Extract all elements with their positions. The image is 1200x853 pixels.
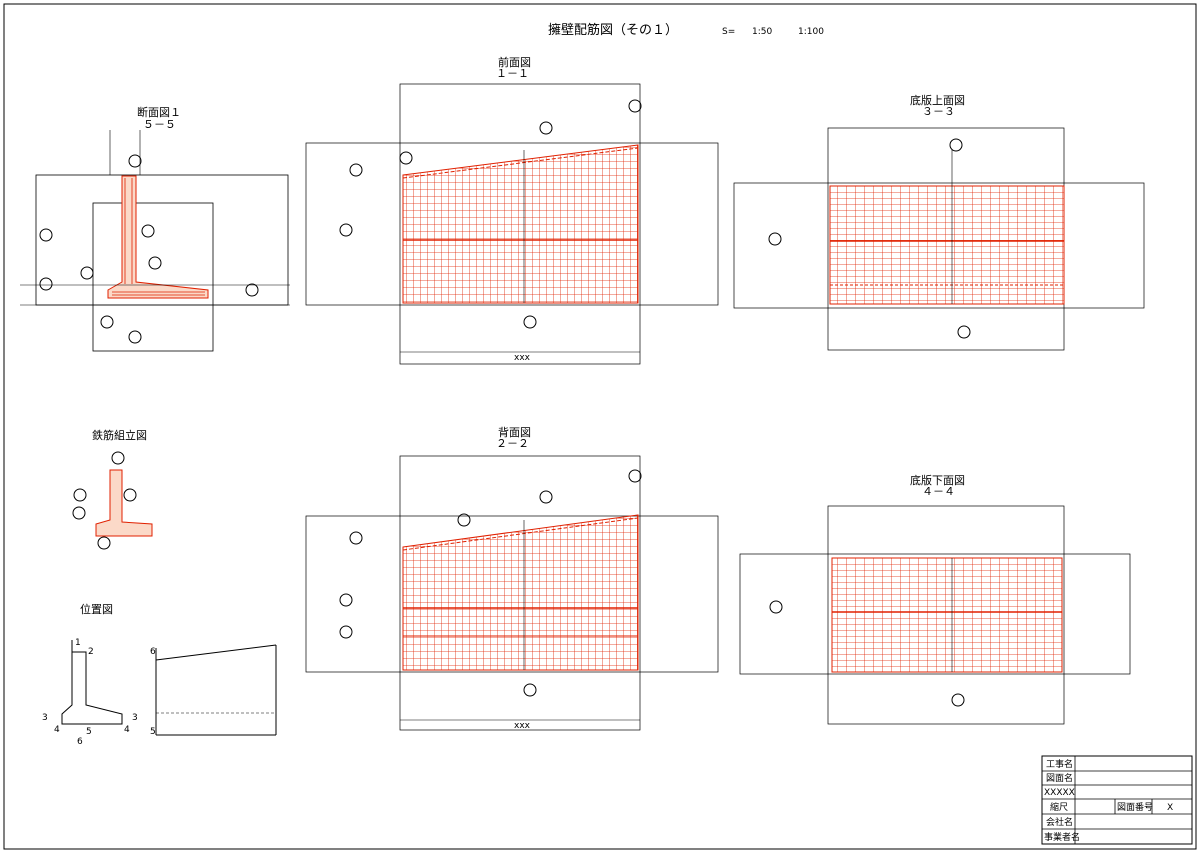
assembly-mark-f1 bbox=[72, 506, 86, 520]
back-view-subtitle: ２－２ bbox=[496, 437, 529, 450]
base-bottom-view: 底版下面図 ４－４ bbox=[739, 473, 1131, 725]
drawing-title: 擁壁配筋図（その１） bbox=[548, 22, 678, 38]
back-mark-w1 bbox=[628, 469, 642, 483]
wall-section-shape bbox=[107, 175, 209, 299]
front-rebar-grid bbox=[402, 144, 639, 304]
base-top-outer-frame bbox=[733, 182, 1145, 309]
back-view-title: 背面図 bbox=[498, 425, 531, 439]
bar-mark-w10 bbox=[523, 315, 537, 329]
section-view-title: 断面図１ bbox=[137, 105, 181, 119]
assembly-mark-f2 bbox=[97, 536, 111, 550]
back-mark-w4 bbox=[349, 531, 363, 545]
location-mark-9: 5 bbox=[150, 727, 156, 737]
location-mark-1: 1 bbox=[75, 638, 81, 648]
scale-label: S= bbox=[722, 27, 735, 37]
back-view: 背面図 ２－２ xxx bbox=[305, 425, 719, 731]
bar-mark-f4 bbox=[768, 232, 782, 246]
base-top-subtitle: ３－３ bbox=[922, 105, 955, 118]
scale-1: 1:50 bbox=[752, 27, 772, 37]
base-bottom-mark-f1 bbox=[769, 600, 783, 614]
base-bottom-dim-frame bbox=[827, 505, 1065, 725]
front-view-subtitle: １－１ bbox=[496, 67, 529, 80]
title-block-label-4: 縮尺 bbox=[1050, 801, 1068, 813]
bar-mark-w3 bbox=[141, 224, 155, 238]
base-bottom-title: 底版下面図 bbox=[910, 473, 965, 487]
bar-mark-s1 bbox=[39, 277, 53, 291]
front-view-title: 前面図 bbox=[498, 55, 531, 69]
bar-mark-w5 bbox=[628, 99, 642, 113]
section-view-subtitle: ５－５ bbox=[143, 118, 176, 131]
base-bottom-mark-f2 bbox=[951, 693, 965, 707]
section-view: 断面図１ ５－５ bbox=[20, 105, 290, 352]
front-outer-frame bbox=[305, 142, 719, 306]
location-mark-3: 3 bbox=[42, 713, 48, 723]
title-block-label-2: 図面名 bbox=[1046, 772, 1073, 784]
location-section-shape bbox=[61, 640, 123, 725]
section-dim-lines bbox=[20, 130, 290, 306]
base-bottom-rebar-grid bbox=[831, 557, 1063, 673]
back-mark-w6 bbox=[339, 625, 353, 639]
front-bottom-dim-value: xxx bbox=[514, 353, 531, 363]
front-view: 前面図 １－１ xxx bbox=[305, 55, 719, 365]
location-mark-8: 4 bbox=[124, 725, 130, 735]
base-bottom-subtitle: ４－４ bbox=[922, 485, 955, 498]
bar-mark-f5 bbox=[957, 325, 971, 339]
assembly-mark-w1 bbox=[111, 451, 125, 465]
location-elevation-shape bbox=[155, 644, 277, 736]
location-mark-7: 3 bbox=[132, 713, 138, 723]
location-mark-6: 6 bbox=[150, 647, 156, 657]
back-rebar-grid bbox=[402, 514, 639, 671]
back-mark-w5 bbox=[339, 593, 353, 607]
back-mark-w2 bbox=[539, 490, 553, 504]
bar-mark-w1 bbox=[128, 154, 142, 168]
title-block-label-6: 事業者名 bbox=[1044, 831, 1080, 843]
title-block-label-5: 会社名 bbox=[1046, 816, 1073, 828]
bar-mark-w7 bbox=[349, 163, 363, 177]
location-title: 位置図 bbox=[80, 602, 113, 616]
section-rebar bbox=[112, 178, 205, 296]
location-view: 位置図 1 2 3 4 5 6 3 4 5 6 bbox=[42, 602, 277, 747]
base-top-title: 底版上面図 bbox=[910, 93, 965, 107]
bar-mark-f2 bbox=[128, 330, 142, 344]
location-mark-5: 5 bbox=[86, 727, 92, 737]
scale-2: 1:100 bbox=[798, 27, 824, 37]
section-dim-frame-inner bbox=[92, 202, 214, 352]
assembly-view: 鉄筋組立図 bbox=[72, 428, 153, 550]
back-top-bar bbox=[402, 517, 639, 551]
back-mark-w7 bbox=[523, 683, 537, 697]
bar-mark-w2 bbox=[39, 228, 53, 242]
bar-mark-s3 bbox=[100, 315, 114, 329]
base-bottom-outer-frame bbox=[739, 553, 1131, 675]
bar-mark-w6 bbox=[539, 121, 553, 135]
bar-mark-f1 bbox=[80, 266, 94, 280]
title-block-label-1: 工事名 bbox=[1046, 758, 1073, 770]
back-bottom-dim-value: xxx bbox=[514, 721, 531, 731]
location-mark-4: 4 bbox=[54, 725, 60, 735]
assembly-shape bbox=[95, 469, 153, 537]
title-block-extra-value: X bbox=[1167, 803, 1173, 813]
bar-mark-w8 bbox=[399, 151, 413, 165]
back-dim-frame bbox=[399, 455, 641, 731]
back-outer-frame bbox=[305, 515, 719, 673]
bar-mark-w9 bbox=[339, 223, 353, 237]
front-dim-frame bbox=[399, 83, 641, 365]
base-top-view: 底版上面図 ３－３ bbox=[733, 93, 1145, 351]
title-block-frame bbox=[1041, 755, 1193, 845]
assembly-mark-w2 bbox=[73, 488, 87, 502]
bar-mark-f3 bbox=[949, 138, 963, 152]
location-mark-2: 2 bbox=[88, 647, 94, 657]
assembly-mark-w3 bbox=[123, 488, 137, 502]
sheet-border bbox=[3, 3, 1197, 850]
title-block-label-3: XXXXX bbox=[1044, 788, 1075, 798]
bar-mark-w4 bbox=[148, 256, 162, 270]
front-top-bar bbox=[402, 147, 639, 179]
location-mark-10: 6 bbox=[77, 737, 83, 747]
bar-mark-s2 bbox=[245, 283, 259, 297]
title-block-extra-label: 図面番号 bbox=[1117, 801, 1153, 813]
assembly-title: 鉄筋組立図 bbox=[92, 428, 147, 442]
title-block: 工事名 図面名 XXXXX 縮尺 図面番号 X 会社名 事業者名 bbox=[1041, 755, 1193, 845]
base-top-rebar-grid bbox=[829, 185, 1065, 305]
back-mark-w3 bbox=[457, 513, 471, 527]
